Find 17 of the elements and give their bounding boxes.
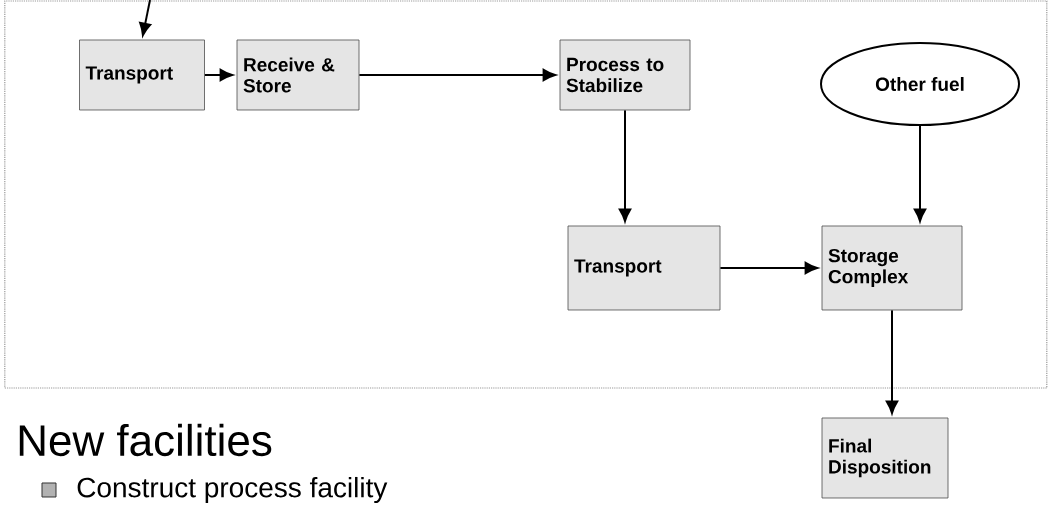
arrow [358,68,557,82]
arrow [618,109,632,222]
bullet-text: Construct process facility [77,476,388,504]
process-box: Transport [79,39,205,111]
arrow [203,68,234,82]
arrow [719,261,819,275]
boundary-box [4,0,1048,389]
arrow [139,0,152,37]
arrow [885,309,899,414]
arrow [913,125,927,222]
process-box: Final Disposition [821,417,949,499]
ellipse-node: Other fuel [820,42,1020,126]
process-box: Process to Stabilize [559,39,691,111]
process-box: Receive & Store [236,39,360,111]
process-box: Transport [567,225,721,311]
process-box: Storage Complex [821,225,963,311]
heading: New facilities [19,423,272,457]
